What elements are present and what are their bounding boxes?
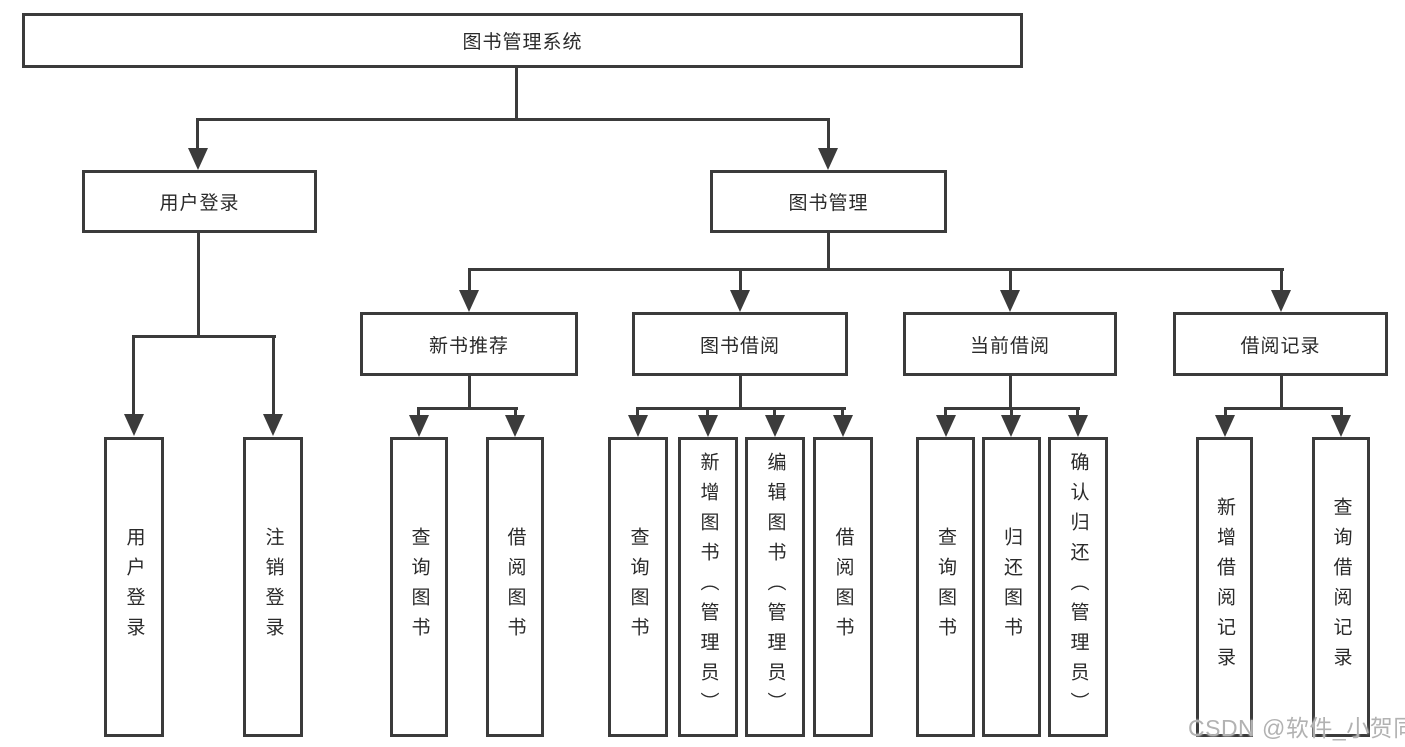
- arrowhead-icon: [765, 415, 785, 437]
- connector-user-login-stem: [197, 233, 200, 337]
- leaf-query-books-recommend: 查询图书: [390, 437, 448, 737]
- arrowhead-icon: [1068, 415, 1088, 437]
- node-borrowing-records: 借阅记录: [1173, 312, 1388, 376]
- arrowhead-icon: [188, 148, 208, 170]
- connector-drop: [132, 335, 135, 416]
- connector-drop: [706, 407, 709, 417]
- leaf-label: 用户登录: [123, 527, 145, 647]
- connector-branch: [1224, 407, 1343, 410]
- leaf-borrow-books: 借阅图书: [813, 437, 873, 737]
- leaf-logout: 注销登录: [243, 437, 303, 737]
- leaf-query-books-borrowing: 查询图书: [608, 437, 668, 737]
- leaf-label: 编辑图书（管理员）: [764, 452, 786, 722]
- node-new-book-recommend: 新书推荐: [360, 312, 578, 376]
- leaf-label: 归还图书: [1001, 527, 1022, 647]
- csdn-watermark: CSDN @软件_小贺同学: [1188, 715, 1405, 741]
- node-label: 图书管理系统: [462, 32, 583, 53]
- leaf-label: 查询借阅记录: [1330, 497, 1352, 677]
- arrowhead-icon: [698, 415, 718, 437]
- connector-drop: [417, 407, 420, 417]
- leaf-add-books-admin: 新增图书（管理员）: [678, 437, 738, 737]
- node-label: 新书推荐: [428, 335, 509, 357]
- connector-drop: [739, 268, 742, 294]
- arrowhead-icon: [833, 415, 853, 437]
- leaf-label: 借阅图书: [504, 527, 526, 647]
- leaf-add-borrow-record: 新增借阅记录: [1196, 437, 1253, 737]
- arrowhead-icon: [1215, 415, 1235, 437]
- connector-drop: [1076, 407, 1079, 417]
- leaf-label: 确认归还（管理员）: [1067, 452, 1089, 722]
- connector-drop: [1280, 268, 1283, 294]
- leaf-confirm-return-admin: 确认归还（管理员）: [1048, 437, 1108, 737]
- connector-book-mgmt-stem: [827, 233, 830, 271]
- connector-stem: [1009, 376, 1012, 410]
- leaf-label: 查询图书: [627, 527, 649, 647]
- arrowhead-icon: [1331, 415, 1351, 437]
- arrowhead-icon: [263, 414, 283, 436]
- connector-drop: [1224, 407, 1227, 417]
- connector-drop: [272, 335, 275, 416]
- connector-user-login-branch: [132, 335, 276, 338]
- arrowhead-icon: [1000, 290, 1020, 312]
- node-label: 图书管理: [788, 193, 869, 214]
- connector-drop: [1009, 268, 1012, 294]
- leaf-label: 查询图书: [935, 527, 956, 647]
- node-label: 当前借阅: [969, 335, 1050, 357]
- leaf-borrow-books-recommend: 借阅图书: [486, 437, 544, 737]
- arrowhead-icon: [730, 290, 750, 312]
- node-book-borrowing: 图书借阅: [632, 312, 848, 376]
- connector-drop: [514, 407, 517, 417]
- leaf-label: 新增图书（管理员）: [697, 452, 719, 722]
- leaf-user-login: 用户登录: [104, 437, 164, 737]
- node-user-login: 用户登录: [82, 170, 317, 233]
- arrowhead-icon: [818, 148, 838, 170]
- node-root-library-system: 图书管理系统: [22, 13, 1023, 68]
- leaf-label: 借阅图书: [832, 527, 854, 647]
- arrowhead-icon: [409, 415, 429, 437]
- arrowhead-icon: [936, 415, 956, 437]
- arrowhead-icon: [505, 415, 525, 437]
- connector-drop: [944, 407, 947, 417]
- leaf-edit-books-admin: 编辑图书（管理员）: [745, 437, 805, 737]
- arrowhead-icon: [1001, 415, 1021, 437]
- node-label: 用户登录: [159, 193, 240, 214]
- connector-drop: [773, 407, 776, 417]
- node-label: 图书借阅: [699, 335, 780, 357]
- connector-drop: [1010, 407, 1013, 417]
- leaf-label: 新增借阅记录: [1214, 497, 1235, 677]
- arrowhead-icon: [628, 415, 648, 437]
- node-label: 借阅记录: [1240, 335, 1321, 357]
- connector-stem: [468, 376, 471, 410]
- arrowhead-icon: [459, 290, 479, 312]
- leaf-query-borrow-record: 查询借阅记录: [1312, 437, 1370, 737]
- leaf-label: 查询图书: [408, 527, 430, 647]
- leaf-return-books: 归还图书: [982, 437, 1041, 737]
- arrowhead-icon: [124, 414, 144, 436]
- node-book-management: 图书管理: [710, 170, 947, 233]
- connector-branch: [417, 407, 518, 410]
- connector-level2-branch: [196, 118, 830, 121]
- connector-branch: [636, 407, 846, 410]
- connector-level3-branch: [468, 268, 1284, 271]
- connector-root-stem: [515, 68, 518, 121]
- connector-stem: [739, 376, 742, 410]
- connector-drop: [827, 118, 830, 150]
- connector-drop: [636, 407, 639, 417]
- connector-drop: [841, 407, 844, 417]
- arrowhead-icon: [1271, 290, 1291, 312]
- leaf-label: 注销登录: [262, 527, 284, 647]
- connector-drop: [1340, 407, 1343, 417]
- connector-stem: [1280, 376, 1283, 410]
- leaf-query-books-current: 查询图书: [916, 437, 975, 737]
- node-current-borrowing: 当前借阅: [903, 312, 1117, 376]
- connector-drop: [196, 118, 199, 150]
- connector-drop: [468, 268, 471, 294]
